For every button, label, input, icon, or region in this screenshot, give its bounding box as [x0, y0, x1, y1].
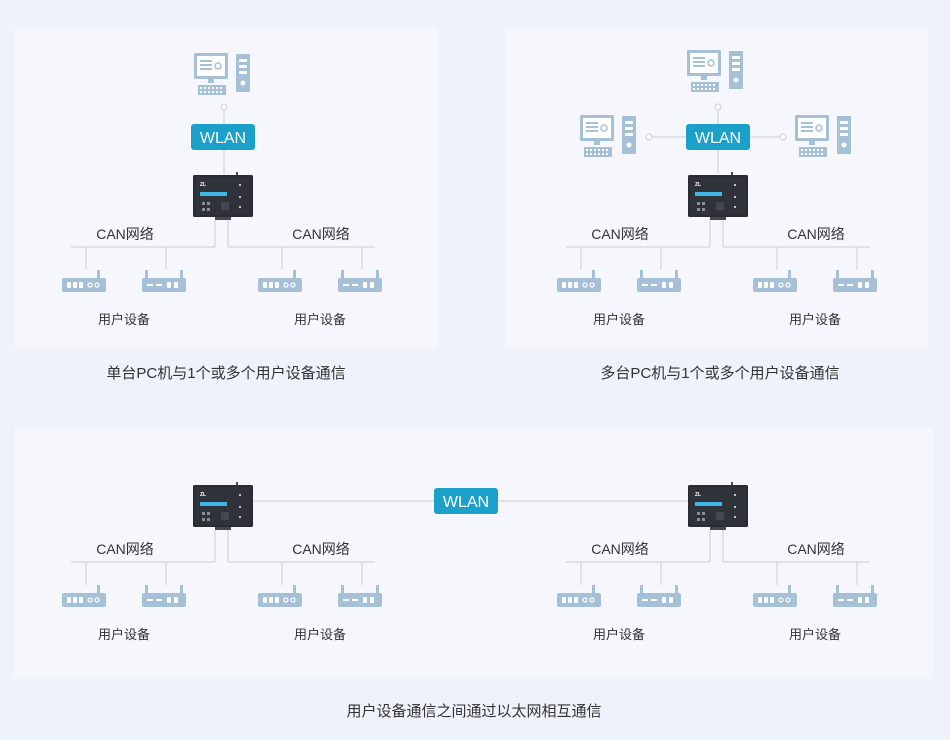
can-network-label: CAN网络 [96, 541, 154, 557]
can-device-icon [338, 585, 382, 607]
panel-ethernet [15, 428, 933, 679]
caption-single-pc: 单台PC机与1个或多个用户设备通信 [106, 365, 346, 382]
connector-dot [220, 103, 228, 111]
can-device-icon [557, 584, 601, 608]
gateway-icon [688, 172, 748, 220]
can-device-icon [338, 270, 382, 292]
user-device-label: 用户设备 [593, 312, 645, 327]
gateway-icon [193, 482, 253, 530]
pc-icon [794, 114, 852, 158]
can-device-icon [62, 584, 106, 608]
can-network-label: CAN网络 [96, 226, 154, 242]
can-device-icon [833, 270, 877, 292]
user-device-label: 用户设备 [98, 312, 150, 327]
can-network-label: CAN网络 [591, 541, 649, 557]
wlan-badge [191, 124, 255, 150]
wlan-badge [434, 488, 498, 514]
wlan-label: WLAN [443, 494, 489, 511]
can-device-icon [62, 269, 106, 293]
wlan-badge [686, 124, 750, 150]
can-network-label: CAN网络 [591, 226, 649, 242]
can-device-icon [753, 584, 797, 608]
can-device-icon [833, 585, 877, 607]
user-device-label: 用户设备 [789, 627, 841, 642]
can-device-icon [142, 270, 186, 292]
pc-icon [686, 49, 744, 93]
caption-ethernet: 用户设备通信之间通过以太网相互通信 [346, 703, 602, 720]
user-device-label: 用户设备 [789, 312, 841, 327]
connector-dot [645, 133, 653, 141]
connector-dot [714, 103, 722, 111]
pc-icon [193, 52, 251, 96]
can-device-icon [637, 585, 681, 607]
user-device-label: 用户设备 [294, 627, 346, 642]
can-network-label: CAN网络 [787, 226, 845, 242]
can-device-icon [258, 584, 302, 608]
can-device-icon [637, 270, 681, 292]
pc-icon [579, 114, 637, 158]
can-device-icon [142, 585, 186, 607]
can-network-label: CAN网络 [292, 226, 350, 242]
can-device-icon [557, 269, 601, 293]
gateway-icon [193, 172, 253, 220]
can-network-label: CAN网络 [292, 541, 350, 557]
wlan-label: WLAN [695, 130, 741, 147]
user-device-label: 用户设备 [294, 312, 346, 327]
can-device-icon [753, 269, 797, 293]
connector-dot [779, 133, 787, 141]
caption-multi-pc: 多台PC机与1个或多个用户设备通信 [600, 365, 840, 382]
user-device-label: 用户设备 [593, 627, 645, 642]
can-device-icon [258, 269, 302, 293]
user-device-label: 用户设备 [98, 627, 150, 642]
wlan-label: WLAN [200, 130, 246, 147]
can-network-label: CAN网络 [787, 541, 845, 557]
gateway-icon [688, 482, 748, 530]
